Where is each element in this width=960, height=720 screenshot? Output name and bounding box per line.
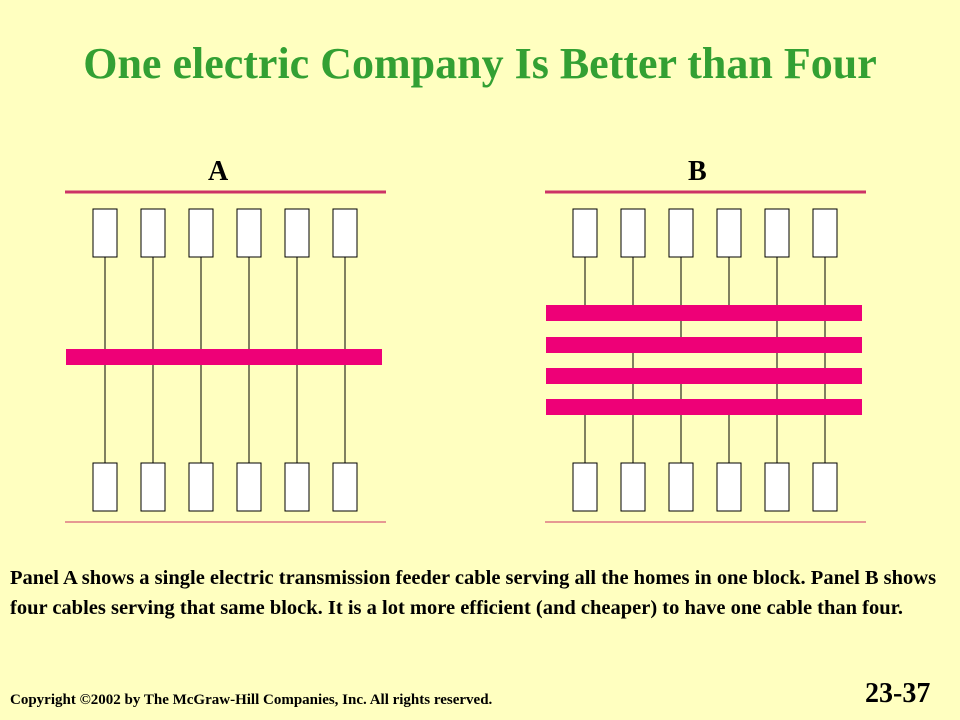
house [284, 208, 310, 258]
house [812, 462, 838, 512]
house [572, 208, 598, 258]
feeder-cable [546, 399, 862, 415]
slide-title: One electric Company Is Better than Four [83, 39, 877, 88]
house [92, 208, 118, 258]
panel-b-label: B [688, 156, 707, 187]
house [716, 208, 742, 258]
panel-a-label: A [208, 156, 229, 187]
feeder-cable [546, 305, 862, 321]
house [668, 208, 694, 258]
house [812, 208, 838, 258]
house [284, 462, 310, 512]
house [188, 208, 214, 258]
feeder-cable [546, 337, 862, 353]
panel-a [65, 190, 386, 523]
house [236, 462, 262, 512]
house [332, 462, 358, 512]
house [188, 462, 214, 512]
feeder-cable [66, 349, 382, 365]
houses-bottom-b [572, 462, 838, 512]
houses-top-a [92, 208, 358, 258]
house [716, 462, 742, 512]
slide-number: 23-37 [865, 678, 931, 709]
caption-text: Panel A shows a single electric transmis… [10, 567, 937, 619]
feeder-cable [546, 368, 862, 384]
house [140, 208, 166, 258]
house [140, 462, 166, 512]
panel-b [545, 190, 866, 523]
house [668, 462, 694, 512]
house [236, 208, 262, 258]
service-lines-b-bottom [584, 312, 826, 463]
service-lines-b-top [584, 257, 826, 410]
houses-bottom-a [92, 462, 358, 512]
copyright-notice: Copyright ©2002 by The McGraw-Hill Compa… [10, 692, 493, 708]
house [92, 462, 118, 512]
houses-top-b [572, 208, 838, 258]
house [620, 462, 646, 512]
house [620, 208, 646, 258]
house [764, 208, 790, 258]
house [764, 462, 790, 512]
house [572, 462, 598, 512]
feeder-cables-b [546, 305, 862, 415]
house [332, 208, 358, 258]
